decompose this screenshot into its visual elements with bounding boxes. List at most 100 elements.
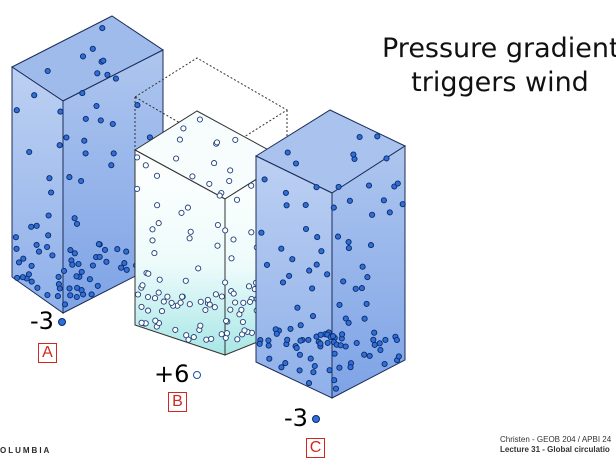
air-particle — [99, 25, 106, 32]
air-particle — [28, 278, 35, 285]
air-particle — [180, 125, 187, 132]
air-particle — [334, 233, 342, 240]
air-particle — [195, 265, 202, 272]
air-particle — [94, 70, 101, 77]
air-particle — [265, 342, 272, 349]
air-particle — [197, 298, 204, 305]
air-particle — [103, 258, 110, 265]
air-particle — [56, 285, 63, 292]
air-particle — [382, 336, 389, 343]
university-logo-text: OLUMBIA — [0, 446, 52, 455]
air-particle — [19, 274, 26, 281]
air-particle — [82, 150, 89, 157]
air-particle — [317, 331, 324, 338]
air-particle — [88, 291, 95, 298]
air-particle — [155, 289, 162, 296]
air-particle — [57, 108, 64, 115]
air-particle — [218, 293, 225, 300]
air-particle — [297, 337, 304, 344]
air-particle — [238, 306, 245, 313]
air-particle — [386, 209, 393, 216]
footer-lecture: Lecture 31 - Global circulatio — [500, 445, 610, 454]
air-particle — [154, 202, 161, 209]
air-particle — [93, 102, 100, 110]
air-particle — [230, 290, 237, 297]
air-particle — [292, 160, 300, 167]
air-particle — [302, 201, 309, 209]
air-particle — [82, 115, 89, 122]
air-particle — [232, 299, 239, 306]
pressure-value-a: -3 — [30, 307, 54, 335]
air-particle — [361, 315, 368, 322]
air-particle — [118, 264, 125, 271]
air-particle — [395, 353, 402, 360]
air-particle — [78, 287, 85, 294]
air-particle — [287, 325, 294, 332]
air-particle — [376, 340, 383, 347]
air-particle — [297, 322, 304, 329]
air-particle — [222, 279, 229, 286]
air-particle — [182, 277, 189, 284]
air-particle — [305, 336, 312, 343]
air-particle — [230, 236, 237, 243]
air-particle — [240, 299, 247, 306]
air-particle — [278, 364, 285, 371]
label-box-b: B — [168, 392, 187, 412]
air-particle — [294, 304, 301, 311]
air-particle — [289, 256, 296, 263]
air-particle — [336, 301, 343, 308]
air-particle — [31, 92, 38, 99]
air-particle — [196, 116, 203, 123]
air-particle — [211, 160, 218, 167]
air-particle — [223, 317, 230, 324]
air-particle — [347, 364, 354, 371]
air-particle — [69, 261, 76, 268]
air-particle — [239, 318, 246, 326]
air-particle — [60, 267, 68, 274]
air-particle — [330, 204, 337, 211]
air-particle — [20, 255, 27, 262]
air-particle — [78, 268, 85, 275]
air-particle — [313, 184, 320, 191]
footer-course: Christen - GEOB 204 / APBI 24 — [500, 435, 612, 444]
air-particle — [190, 334, 197, 341]
air-particle — [279, 279, 287, 286]
air-particle — [63, 134, 70, 141]
air-particle — [363, 300, 370, 307]
air-particle — [352, 285, 359, 292]
air-particle — [246, 298, 254, 305]
air-particle — [25, 271, 32, 278]
air-particle — [134, 185, 141, 192]
air-particle — [134, 154, 141, 161]
air-particle — [56, 142, 63, 149]
air-particle — [168, 299, 175, 306]
air-particle — [149, 226, 156, 233]
air-particle — [256, 340, 263, 347]
air-particle — [44, 243, 51, 251]
air-particle — [142, 162, 149, 169]
air-particle — [173, 155, 180, 162]
pressure-label-b: +6 — [154, 360, 202, 388]
air-particle — [359, 263, 366, 270]
air-particle — [94, 282, 101, 289]
air-particle — [185, 336, 192, 343]
column-c — [254, 109, 407, 399]
air-particle — [109, 120, 116, 128]
air-particle — [28, 262, 35, 269]
particle-icon — [311, 415, 320, 423]
air-particle — [346, 197, 353, 204]
air-particle — [214, 221, 221, 229]
air-particle — [345, 319, 352, 326]
air-particle — [278, 245, 285, 252]
air-particle — [26, 148, 33, 156]
air-particle — [123, 266, 130, 273]
air-particle — [189, 173, 196, 180]
air-particle — [223, 330, 231, 337]
air-particle — [71, 215, 78, 222]
air-particle — [393, 336, 400, 344]
particle-icon — [57, 318, 66, 326]
air-particle — [263, 261, 271, 268]
air-particle — [100, 57, 107, 64]
air-particle — [145, 270, 152, 277]
air-particle — [232, 136, 239, 143]
